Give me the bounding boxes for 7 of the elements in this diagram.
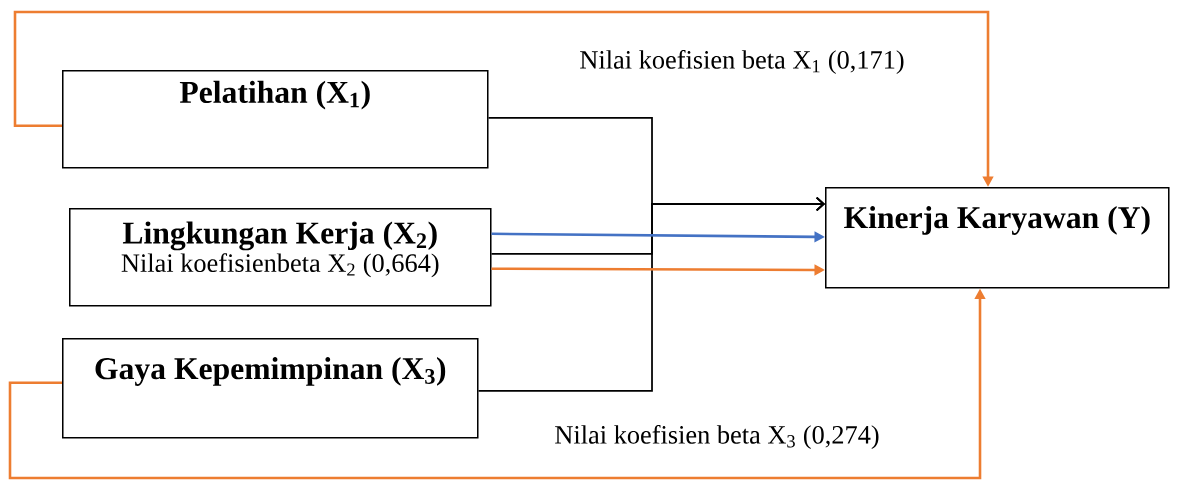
edge-label: Nilai koefisien beta X$_{3}$ (0,274) bbox=[553, 423, 881, 451]
variable-box: Kinerja Karyawan (Y) bbox=[825, 187, 1170, 289]
edge-label: Nilai koefisien beta X$_{1}$ (0,171) bbox=[578, 48, 906, 76]
variable-box: Gaya Kepemimpinan (X$_{3}$) bbox=[62, 338, 479, 439]
variable-box: Pelatihan (X$_{1}$) bbox=[62, 70, 489, 169]
variable-box: Lingkungan Kerja (X$_{2}$) Nilai koefisienbeta X$_{2}$ (0,664) bbox=[69, 208, 492, 307]
arrow bbox=[477, 196, 825, 392]
